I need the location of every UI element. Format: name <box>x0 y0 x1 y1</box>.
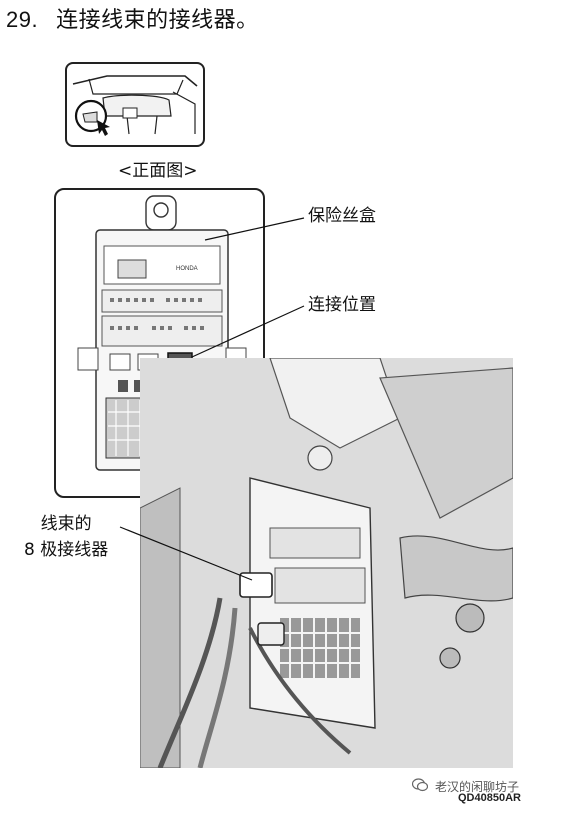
wechat-icon <box>412 778 428 792</box>
step-number: 29. <box>6 7 39 32</box>
callout-connector-line1: 线束的 <box>40 514 92 534</box>
dashboard-location-drawing <box>72 75 198 136</box>
installation-illustration <box>140 358 513 768</box>
pointer-hand-icon <box>97 120 110 136</box>
front-view-label: <正面图> <box>118 161 198 181</box>
document-code: QD40850AR <box>458 792 521 804</box>
location-thumbnail <box>65 62 205 147</box>
callout-connector-line2: 8 极接线器 <box>24 540 109 560</box>
fuse-box-brand: HONDA <box>176 266 198 272</box>
step-heading: 29. 连接线束的接线器。 <box>6 2 259 34</box>
callout-connection-position: 连接位置 <box>308 295 376 315</box>
installed-fuse-box-drawing <box>140 358 513 768</box>
watermark-text: 老汉的闲聊坊子 <box>432 778 523 795</box>
callout-harness-connector: 线束的 8 极接线器 <box>24 511 108 563</box>
callout-fuse-box: 保险丝盒 <box>308 206 376 226</box>
step-text: 连接线束的接线器。 <box>56 8 259 33</box>
eight-pin-connector <box>239 572 273 598</box>
